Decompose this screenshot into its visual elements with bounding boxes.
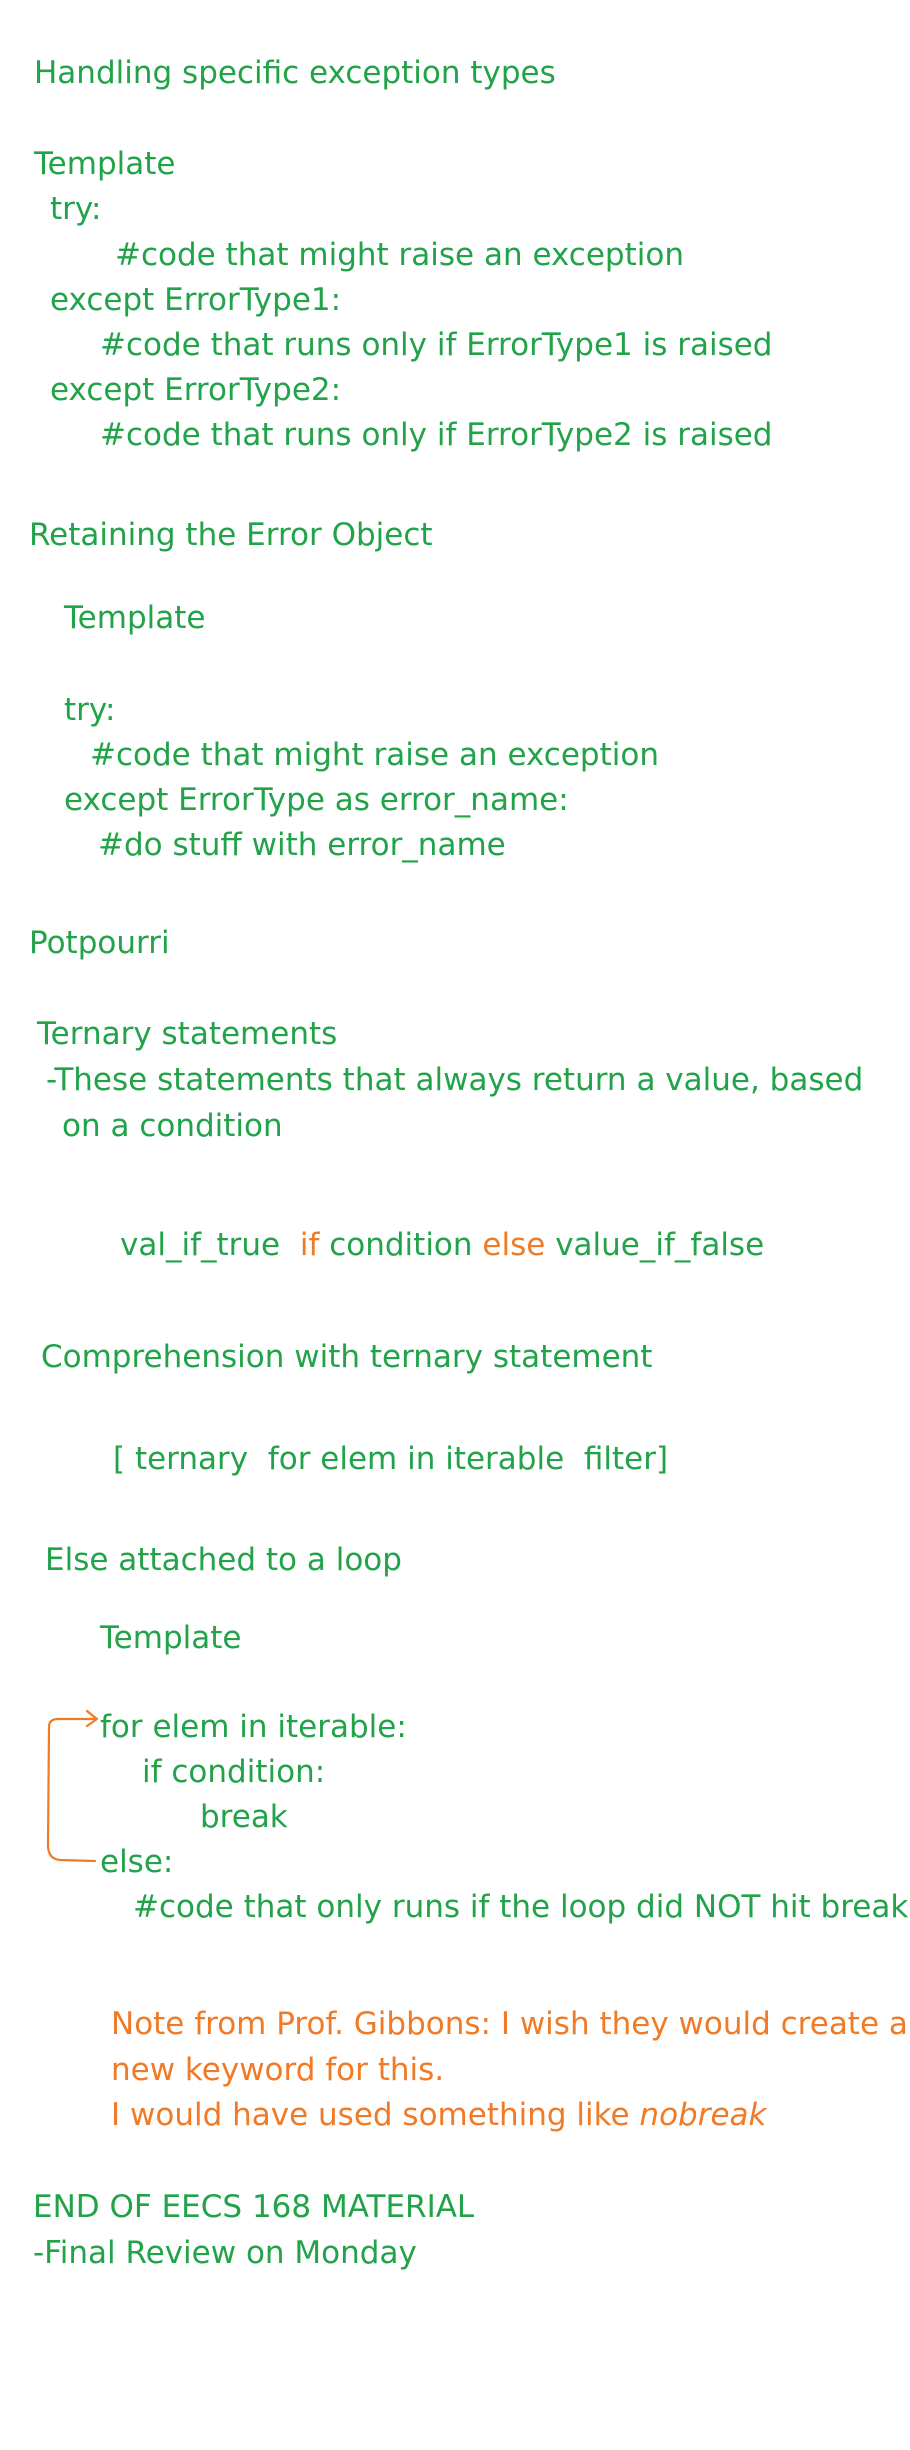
ternary-val-false: value_if_false xyxy=(555,1227,765,1263)
code-line: #code that might raise an exception xyxy=(115,237,684,273)
ternary-description: -These statements that always return a v… xyxy=(46,1062,864,1098)
comprehension-expression: [ ternary for elem in iterable filter] xyxy=(113,1441,669,1477)
code-line: else: xyxy=(100,1844,174,1880)
ternary-condition: condition xyxy=(329,1227,473,1263)
if-keyword: if xyxy=(299,1227,320,1263)
else-keyword: else xyxy=(482,1227,546,1263)
heading-comprehension: Comprehension with ternary statement xyxy=(41,1339,653,1375)
ternary-expression: val_if_true if condition else value_if_f… xyxy=(120,1230,764,1261)
ternary-description: on a condition xyxy=(62,1108,283,1144)
note-text: new keyword for this. xyxy=(111,2052,445,2088)
code-line: #do stuff with error_name xyxy=(98,827,506,863)
template-label: Template xyxy=(34,146,176,182)
note-prefix: I would have used something like xyxy=(111,2097,640,2133)
heading-else-loop: Else attached to a loop xyxy=(45,1542,402,1578)
code-line: for elem in iterable: xyxy=(100,1709,407,1745)
code-line: if condition: xyxy=(142,1754,326,1790)
heading-potpourri: Potpourri xyxy=(29,925,170,961)
code-line: #code that runs only if ErrorType2 is ra… xyxy=(100,417,773,453)
nobreak-keyword: nobreak xyxy=(639,2097,767,2133)
final-review-note: -Final Review on Monday xyxy=(33,2235,417,2271)
code-line: except ErrorType as error_name: xyxy=(64,782,569,818)
loop-bracket-arrow xyxy=(46,1709,99,1863)
template-label: Template xyxy=(64,600,206,636)
code-line: except ErrorType2: xyxy=(50,372,342,408)
heading-handling-exceptions: Handling specific exception types xyxy=(34,55,556,91)
code-line: break xyxy=(200,1799,288,1835)
code-line: #code that runs only if ErrorType1 is ra… xyxy=(100,327,773,363)
note-text: I would have used something like nobreak xyxy=(111,2100,766,2131)
code-line: #code that only runs if the loop did NOT… xyxy=(133,1889,909,1925)
code-line: #code that might raise an exception xyxy=(90,737,659,773)
template-label: Template xyxy=(100,1620,242,1656)
heading-retaining-error: Retaining the Error Object xyxy=(29,517,433,553)
ternary-val-true: val_if_true xyxy=(120,1227,281,1263)
note-text: Note from Prof. Gibbons: I wish they wou… xyxy=(111,2006,908,2042)
end-of-material: END OF EECS 168 MATERIAL xyxy=(33,2189,475,2225)
code-line: try: xyxy=(64,692,116,728)
heading-ternary: Ternary statements xyxy=(37,1016,338,1052)
code-line: except ErrorType1: xyxy=(50,282,342,318)
code-line: try: xyxy=(50,191,102,227)
